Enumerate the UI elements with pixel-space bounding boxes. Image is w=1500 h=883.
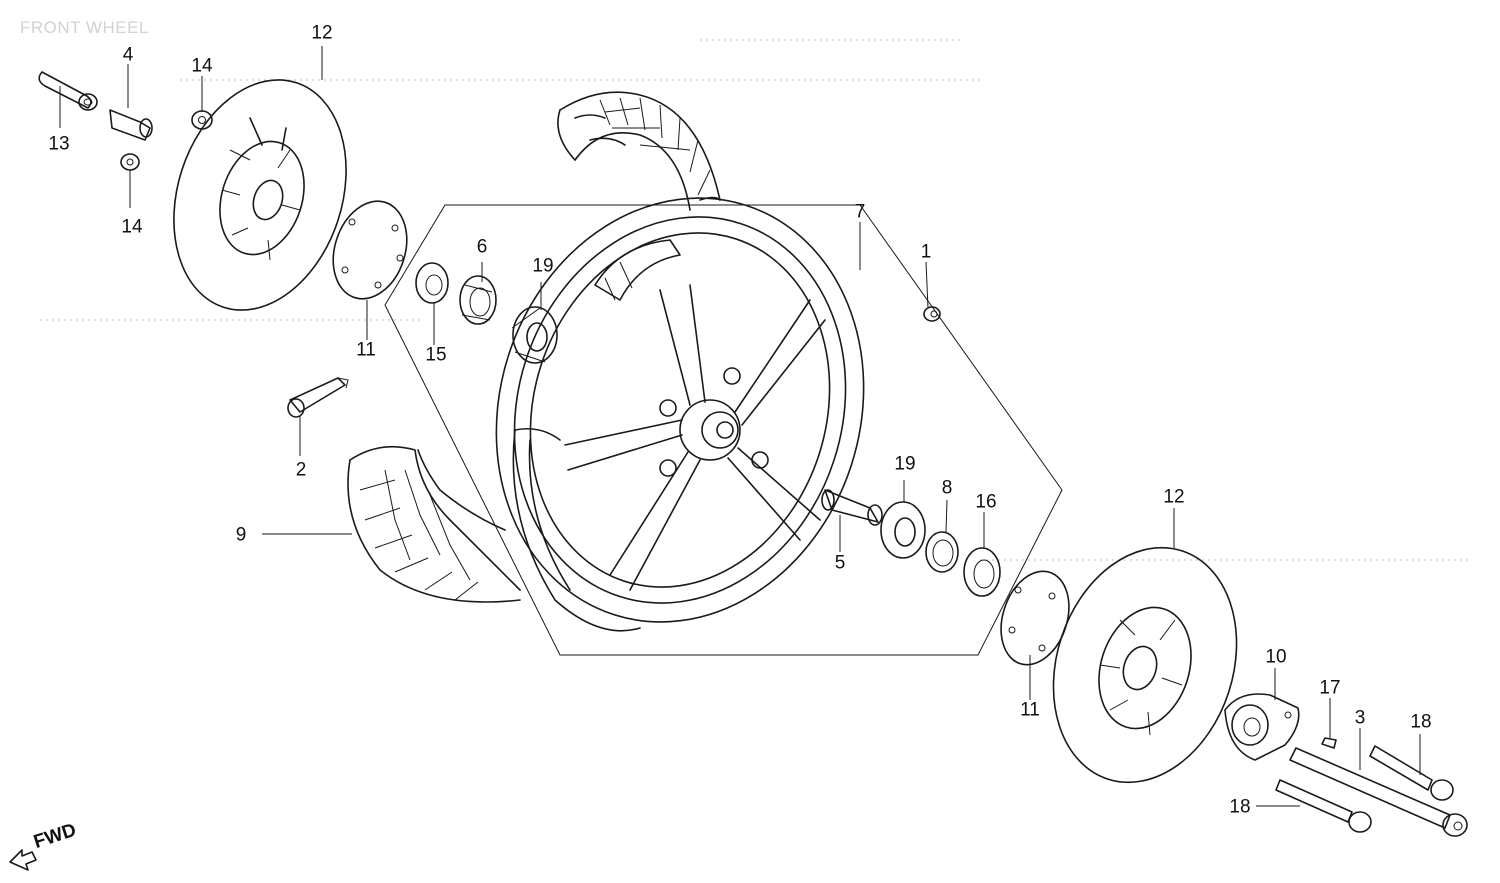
callout-11-gasket-right: 11 <box>1020 699 1040 721</box>
circlip-8 <box>925 531 959 573</box>
callout-19-bearing-top: 19 <box>532 255 554 277</box>
callout-2-tire-valve: 2 <box>295 459 307 481</box>
forward-arrow-icon <box>9 849 37 871</box>
nut-14-bottom <box>120 153 140 171</box>
callout-16-oil-seal: 16 <box>975 491 997 513</box>
tire-valve-2 <box>287 377 349 418</box>
disc-gasket-left <box>332 200 408 300</box>
callout-19-bearing-bottom: 19 <box>894 453 916 475</box>
bolt-18-bottom <box>1275 779 1372 833</box>
tire-lower-half <box>347 445 521 603</box>
callout-18-bolt-top: 18 <box>1410 711 1432 733</box>
front-wheel-rim <box>495 197 865 632</box>
leader-lines <box>59 46 1421 807</box>
callout-10-gearbox: 10 <box>1265 646 1287 668</box>
distance-collar-5 <box>821 489 883 526</box>
callout-14-nut-bottom: 14 <box>121 216 143 238</box>
bolt-18-top <box>1369 745 1454 801</box>
axle-collar-13 <box>38 71 98 111</box>
front-axle-3 <box>1289 747 1468 837</box>
speedometer-gearbox-10 <box>1224 693 1300 761</box>
distance-collar-4 <box>109 109 153 141</box>
diagram-title: FRONT WHEEL <box>20 18 149 37</box>
callout-8-circlip: 8 <box>941 477 953 499</box>
callout-12-disc-right: 12 <box>1163 486 1185 508</box>
bearing-19-top <box>511 306 558 364</box>
valve-cap-1 <box>923 306 941 322</box>
callout-11-gasket-left: 11 <box>356 339 376 361</box>
pin-17 <box>1321 737 1337 749</box>
disc-gasket-right <box>1000 570 1070 666</box>
callout-7-wheel: 7 <box>854 201 866 223</box>
callout-1-valve-cap: 1 <box>920 241 932 263</box>
callout-6-retainer: 6 <box>476 236 488 258</box>
brake-disc-left <box>173 79 347 311</box>
assembly-boundary <box>384 204 1063 656</box>
callout-17-pin: 17 <box>1319 677 1341 699</box>
oil-seal-16 <box>963 547 1001 597</box>
callout-3-axle: 3 <box>1354 707 1366 729</box>
callout-12-disc-left: 12 <box>311 22 333 44</box>
brake-disc-right <box>1052 546 1238 784</box>
callout-14-nut-top: 14 <box>191 55 213 77</box>
callout-15-oil-seal: 15 <box>425 344 447 366</box>
callout-18-bolt-bottom: 18 <box>1229 796 1251 818</box>
bearing-19-bottom <box>880 501 926 559</box>
callout-9-tire: 9 <box>235 524 247 546</box>
guide-lines <box>40 39 1470 561</box>
tire-upper-half <box>557 91 721 211</box>
callout-4-collar: 4 <box>122 44 134 66</box>
bearing-retainer-6 <box>459 275 497 325</box>
callout-13-axle-collar: 13 <box>48 133 70 155</box>
callout-5-collar: 5 <box>834 552 846 574</box>
oil-seal-15 <box>415 262 449 304</box>
